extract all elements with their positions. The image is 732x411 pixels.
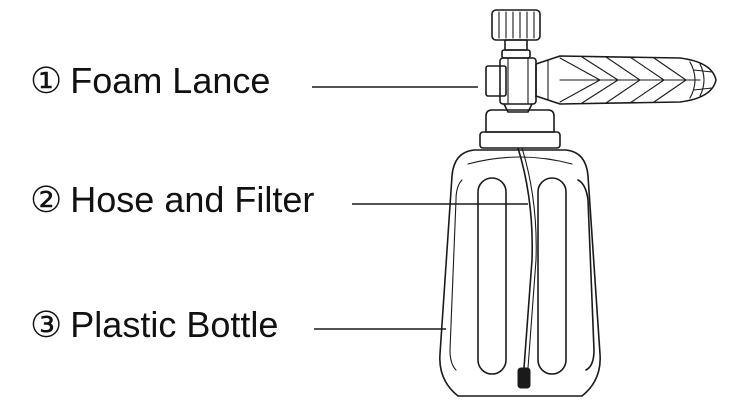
hose-filter — [517, 367, 531, 389]
label-text: Hose and Filter — [70, 179, 314, 220]
quick-connect-handle — [535, 55, 717, 105]
label-number: ① — [30, 60, 62, 101]
grip-panel-right — [577, 179, 595, 371]
label-number: ② — [30, 179, 62, 220]
bottle-outline — [439, 149, 601, 397]
label-text: Plastic Bottle — [70, 304, 278, 345]
internal-hose — [517, 147, 534, 369]
foam-lance-illustration — [485, 9, 717, 113]
label-number: ③ — [30, 304, 62, 345]
label-text: Foam Lance — [70, 60, 270, 101]
grip-panel-left — [477, 177, 507, 375]
grip-panel-center — [537, 177, 567, 375]
plastic-bottle-illustration — [439, 147, 601, 397]
bottle-cap — [479, 109, 561, 149]
